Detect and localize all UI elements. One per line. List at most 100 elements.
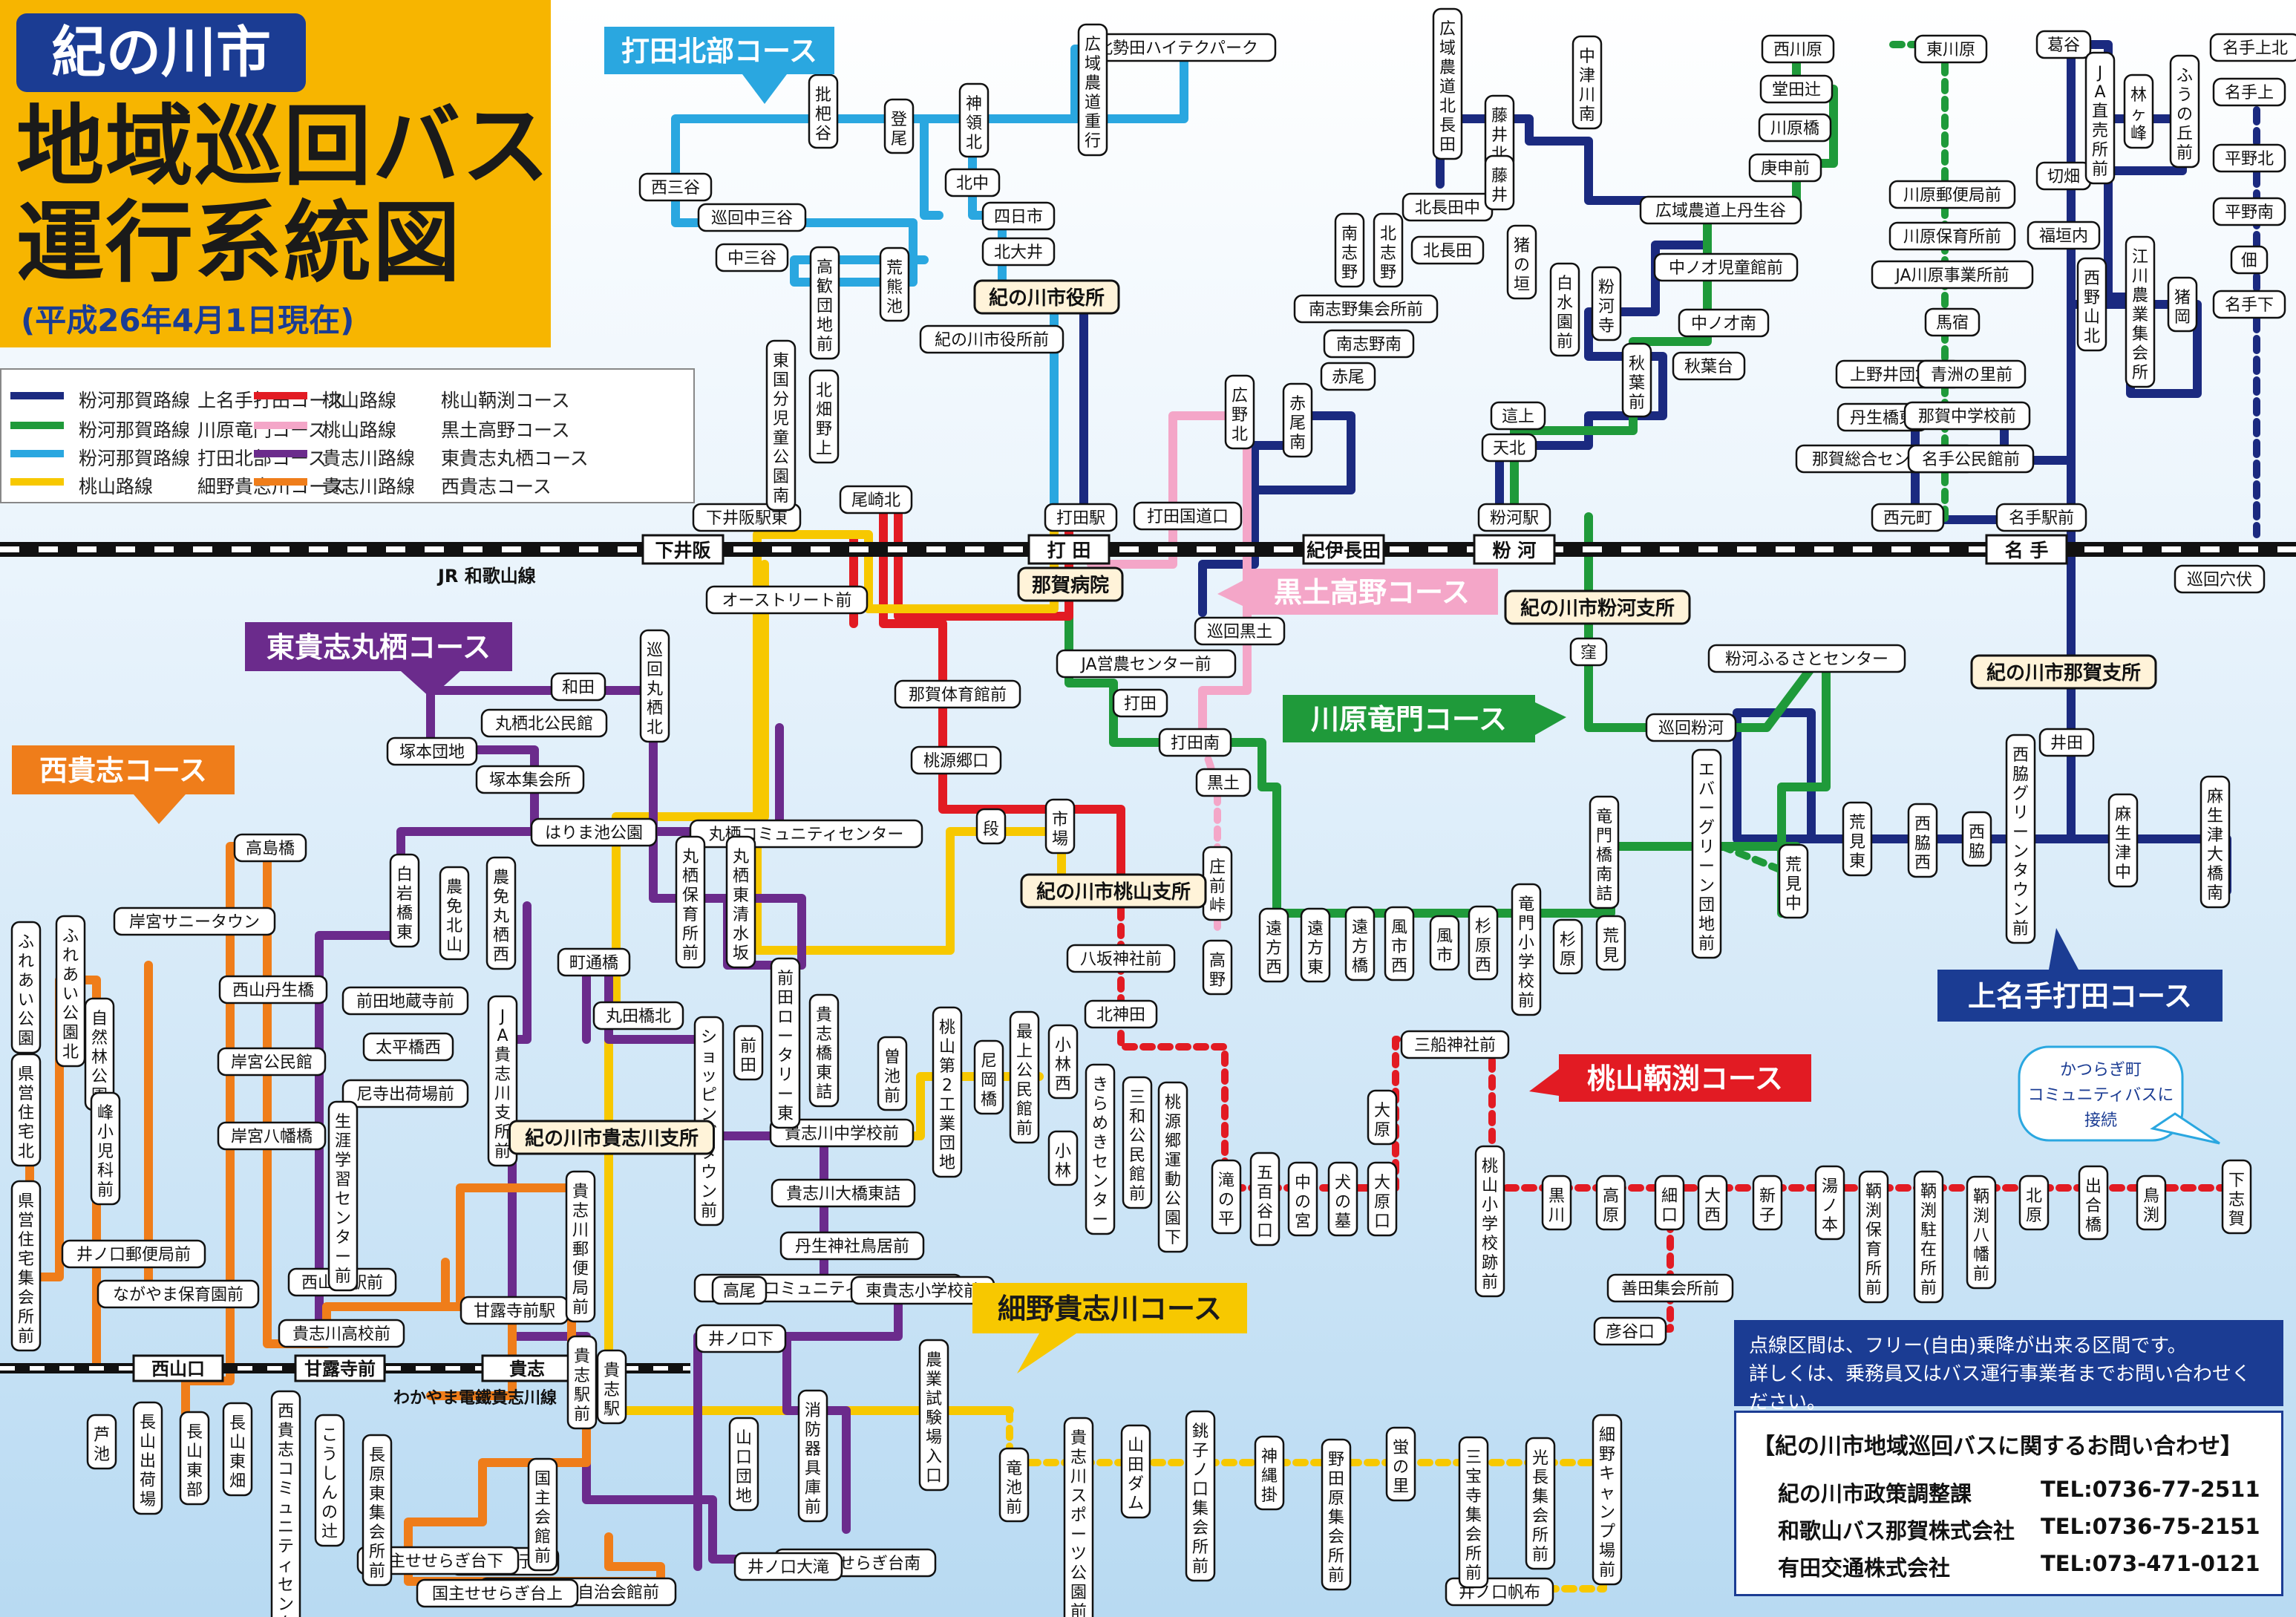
svg-text:小: 小 — [1518, 934, 1534, 953]
svg-text:業: 業 — [2132, 306, 2148, 324]
svg-text:前: 前 — [1599, 1561, 1615, 1580]
svg-text:生: 生 — [2207, 807, 2223, 826]
svg-text:行: 行 — [1085, 132, 1101, 151]
svg-text:橋: 橋 — [1352, 957, 1368, 976]
svg-text:国: 国 — [773, 371, 789, 390]
route-line-hosono-dotted — [1006, 1407, 1607, 1592]
svg-text:山: 山 — [229, 1434, 246, 1452]
svg-text:市: 市 — [1436, 947, 1453, 965]
svg-text:方: 方 — [1266, 939, 1282, 958]
svg-text:貴: 貴 — [816, 1006, 832, 1025]
bus-stop: 国主せせらぎ台下 — [356, 1546, 520, 1575]
svg-text:東: 東 — [733, 886, 749, 905]
bus-stop: 高野 — [1202, 939, 1233, 996]
svg-text:志: 志 — [494, 1065, 511, 1084]
svg-text:東: 東 — [369, 1485, 385, 1503]
svg-text:橋: 橋 — [1596, 846, 1612, 865]
legend-route: 粉河那賀路線 — [79, 419, 191, 441]
svg-text:岸宮サニータウン: 岸宮サニータウン — [129, 913, 260, 932]
svg-text:長: 長 — [186, 1423, 203, 1442]
svg-text:在: 在 — [1920, 1241, 1937, 1259]
svg-text:遠: 遠 — [1307, 920, 1324, 938]
bus-stop: 堂田辻 — [1759, 74, 1834, 104]
route-line-hosono — [753, 512, 1066, 955]
svg-text:丸: 丸 — [647, 680, 663, 699]
bus-stop: 打田南 — [1158, 728, 1232, 757]
svg-text:善田集会所前: 善田集会所前 — [1621, 1280, 1719, 1298]
svg-text:タ: タ — [335, 1229, 351, 1247]
svg-text:猪: 猪 — [1514, 237, 1530, 255]
svg-text:前: 前 — [2012, 920, 2029, 938]
svg-text:赤: 赤 — [1289, 395, 1306, 414]
svg-text:地: 地 — [939, 1154, 955, 1172]
svg-text:下: 下 — [1165, 1229, 1181, 1247]
svg-text:神: 神 — [966, 95, 982, 114]
svg-text:大: 大 — [1704, 1187, 1721, 1206]
bus-stop: 井ノ口大滝 — [733, 1552, 843, 1581]
legend-swatch — [10, 478, 64, 486]
svg-text:峰: 峰 — [97, 1104, 114, 1123]
svg-text:秋: 秋 — [1629, 355, 1645, 373]
svg-text:東: 東 — [229, 1453, 246, 1471]
svg-text:志: 志 — [1070, 1448, 1087, 1467]
legend-course: 西貴志コース — [441, 476, 552, 497]
svg-text:の: の — [1514, 256, 1530, 275]
svg-text:児: 児 — [97, 1143, 114, 1161]
svg-text:方: 方 — [1307, 939, 1324, 958]
svg-text:井: 井 — [1491, 126, 1508, 145]
svg-text:市: 市 — [1052, 811, 1068, 829]
bus-stop: 遠方東 — [1300, 907, 1331, 983]
svg-text:粉 河: 粉 河 — [1493, 540, 1537, 561]
bus-stop: 新子 — [1752, 1175, 1783, 1231]
svg-text:セ: セ — [278, 1576, 294, 1595]
svg-text:津: 津 — [1579, 67, 1595, 85]
svg-text:所: 所 — [682, 925, 699, 944]
svg-text:前: 前 — [1192, 1558, 1208, 1576]
svg-text:志: 志 — [572, 1202, 589, 1221]
bus-stop: 遠方西 — [1258, 907, 1289, 983]
course-label-nishi-kishi: 西貴志コース — [12, 745, 235, 824]
svg-text:西貴志コース: 西貴志コース — [39, 754, 207, 787]
contact-tel[interactable]: TEL:073-471-0121 — [2041, 1551, 2260, 1576]
bus-stop: 桃源郷口 — [910, 745, 1002, 775]
svg-text:北: 北 — [446, 917, 462, 935]
svg-text:口: 口 — [1192, 1480, 1208, 1499]
bus-stop: 大西 — [1697, 1175, 1728, 1231]
svg-text:橋: 橋 — [396, 904, 413, 923]
svg-text:中: 中 — [2115, 863, 2131, 882]
svg-text:中: 中 — [1785, 895, 1802, 913]
svg-text:谷: 谷 — [1257, 1203, 1273, 1221]
hub-stop: 那賀病院 — [1017, 566, 1124, 602]
svg-text:農: 農 — [2132, 287, 2148, 305]
svg-text:地: 地 — [817, 316, 833, 335]
bus-stop: 北原 — [2018, 1175, 2050, 1231]
svg-text:A: A — [497, 1027, 508, 1045]
svg-text:習: 習 — [335, 1171, 351, 1189]
svg-text:段: 段 — [983, 820, 999, 839]
svg-text:畑: 畑 — [816, 401, 832, 419]
svg-text:谷: 谷 — [815, 125, 831, 143]
title-line-2: 運行系統図 — [16, 192, 462, 294]
svg-text:東: 東 — [1849, 852, 1865, 871]
bus-stop: 曽池前 — [877, 1036, 908, 1111]
svg-text:長: 長 — [140, 1414, 156, 1432]
bus-stop: 藤井 — [1484, 154, 1515, 211]
svg-text:丹生神社鳥居前: 丹生神社鳥居前 — [795, 1238, 909, 1256]
svg-text:小: 小 — [1055, 1036, 1071, 1055]
contact-tel[interactable]: TEL:0736-75-2151 — [2041, 1514, 2260, 1539]
svg-text:尾崎北: 尾崎北 — [851, 491, 900, 510]
contact-tel[interactable]: TEL:0736-77-2511 — [2041, 1477, 2260, 1502]
svg-text:入: 入 — [926, 1448, 942, 1466]
svg-text:防: 防 — [805, 1421, 821, 1440]
svg-text:場: 場 — [1052, 830, 1068, 849]
